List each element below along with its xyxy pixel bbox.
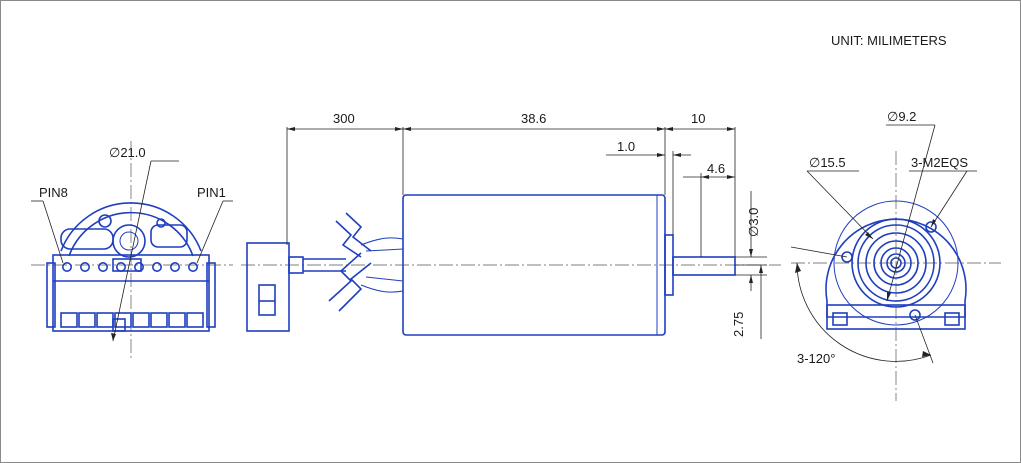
- body-length-dim: 38.6: [521, 111, 546, 126]
- shaft-end-view: ∅15.5 ∅9.2 3-M2EQS 3-120°: [790, 109, 1001, 401]
- mount-holes: [841, 221, 937, 321]
- boss-diameter-dim: ∅9.2: [887, 109, 916, 124]
- connector-end-view: ∅21.0 PIN8 PIN1: [31, 141, 233, 361]
- pin-row: [61, 261, 199, 272]
- motor-side-view: 300 38.6 10 1.0 4.6 ∅3.0: [241, 111, 781, 339]
- bolt-circle-diameter-dim: ∅15.5: [809, 155, 846, 170]
- shaft-offset-dim: 2.75: [731, 312, 746, 337]
- screw-angle-dim: 3-120°: [797, 351, 835, 366]
- pin8-label: PIN8: [39, 185, 68, 200]
- lead-length-dim: 300: [333, 111, 355, 126]
- pin1-label: PIN1: [197, 185, 226, 200]
- latch-slots: [60, 312, 204, 328]
- unit-label: UNIT: MILIMETERS: [831, 33, 947, 48]
- screw-spec-dim: 3-M2EQS: [911, 155, 968, 170]
- shaft-diameter-dim: ∅3.0: [746, 208, 761, 237]
- diameter-label: ∅21.0: [109, 145, 146, 160]
- flange-thickness-dim: 1.0: [617, 139, 635, 154]
- shaft-flat-dim: 4.6: [707, 161, 725, 176]
- shaft-length-dim: 10: [691, 111, 705, 126]
